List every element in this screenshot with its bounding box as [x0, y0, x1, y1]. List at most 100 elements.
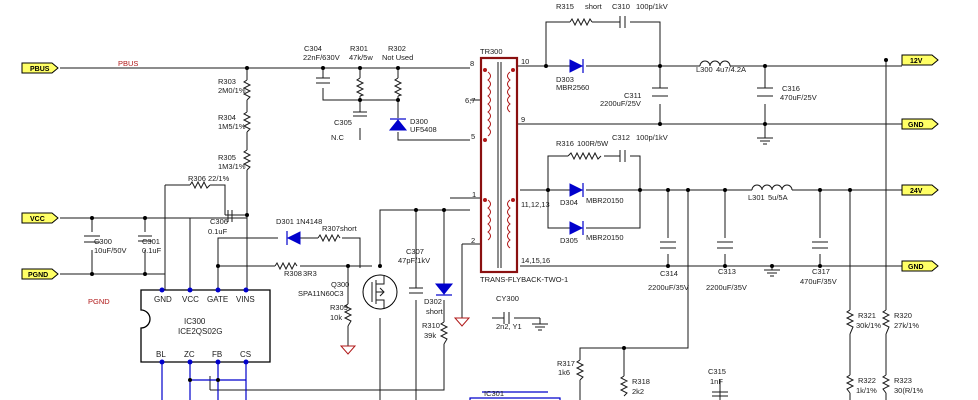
d304-ref: D304 [560, 198, 578, 207]
ground-symbols [339, 137, 780, 355]
port-24v-label: 24V [910, 188, 923, 195]
r302-value: Not Used [382, 53, 413, 62]
cy300-value: 2n2, Y1 [496, 322, 522, 331]
transformer-core [497, 62, 502, 268]
diode-d300[interactable]: D300 UF5408 [388, 117, 437, 134]
ic-pin [215, 359, 221, 365]
d303-ref: D303 [556, 75, 574, 84]
q300-ref: Q300 [331, 280, 349, 289]
tr-pin-10: 10 [521, 57, 529, 66]
net-label-pbus: PBUS [118, 59, 138, 68]
port-12v[interactable]: 12V [901, 54, 939, 66]
port-pgnd-label: PGND [28, 272, 48, 279]
capacitor-c312 [619, 150, 626, 162]
r307-ref: R307 [322, 224, 340, 233]
r307-value: short [340, 224, 358, 233]
port-pbus-label: PBUS [30, 66, 50, 73]
capacitor-cy300 [503, 312, 510, 324]
tr-pin-8: 8 [470, 59, 474, 68]
resistor-r316 [567, 151, 602, 161]
capacitor-c317 [812, 241, 828, 249]
resistor-r315 [569, 17, 593, 27]
primary-winding [487, 71, 491, 137]
port-gnd-24v[interactable]: GND [901, 260, 939, 272]
inductor-l300[interactable]: L300 4u7/4.2A [696, 60, 746, 74]
capacitor-c300 [84, 235, 100, 243]
r315-ref: R315 [556, 2, 574, 11]
tr-pin-9: 9 [521, 115, 525, 124]
port-pgnd[interactable]: PGND [21, 268, 59, 280]
transformer-tr300[interactable]: TR300 TRANS-FLYBACK-TWO-1 8 6,7 5 1 2 10… [465, 47, 568, 284]
tr300-ref: TR300 [480, 47, 503, 56]
c313-ref: C313 [718, 267, 736, 276]
ic-pin [159, 359, 165, 365]
capacitor-c306 [227, 210, 233, 222]
ic300-pin-vcc: VCC [182, 295, 199, 304]
ic-pin [243, 287, 249, 293]
r309-value: 10k [330, 313, 342, 322]
c316-ref: C316 [782, 84, 800, 93]
c300-value: 10uF/50V [94, 246, 127, 255]
c317-ref: C317 [812, 267, 830, 276]
port-pbus[interactable]: PBUS [21, 62, 59, 74]
r310-value: 39k [424, 331, 436, 340]
ground-symbol-triangle [339, 345, 357, 355]
capacitor-c307 [409, 287, 423, 294]
net-label-pgnd: PGND [88, 297, 110, 306]
junctions [90, 58, 888, 382]
r323-ref: R323 [894, 376, 912, 385]
r304-ref: R304 [218, 113, 236, 122]
tr-pin-1: 1 [472, 190, 476, 199]
inductor-l301[interactable]: L301 5u/5A [748, 184, 793, 202]
ic300-pin-bl: BL [156, 350, 166, 359]
r309-ref: R309 [330, 303, 348, 312]
capacitor-c315 [712, 391, 728, 397]
ic300[interactable]: GND VCC GATE VINS BL ZC FB CS IC300 ICE2… [140, 287, 271, 365]
ic-pin [159, 287, 165, 293]
c306-ref: C306 [210, 217, 228, 226]
c316-value: 470uF/25V [780, 93, 817, 102]
port-gnd-12v[interactable]: GND [901, 118, 939, 130]
r305-ref: R305 [218, 153, 236, 162]
resistor-r317 [575, 359, 585, 381]
c305-ref: C305 [334, 118, 352, 127]
r322-value: 1k/1% [856, 386, 877, 395]
r317-value: 1k6 [558, 368, 570, 377]
r310-ref: R310 [422, 321, 440, 330]
resistor-r305 [242, 149, 252, 171]
resistor-r303 [242, 79, 252, 101]
polarity-dot [483, 68, 487, 72]
ic300-pin-fb: FB [212, 350, 222, 359]
port-gnd-12v-label: GND [908, 122, 924, 129]
ic300-pin-gate: GATE [207, 295, 228, 304]
l301-value: 5u/5A [768, 193, 788, 202]
port-gnd-24v-label: GND [908, 264, 924, 271]
mosfet-symbol [371, 276, 385, 308]
polarity-dot [511, 68, 515, 72]
r320-ref: R320 [894, 311, 912, 320]
transformer-outline [479, 56, 519, 274]
tr-pin-2: 2 [471, 236, 475, 245]
ic301[interactable]: IC301 [469, 389, 561, 400]
resistor-r302 [393, 77, 403, 97]
diode-d304[interactable]: D304 MBR20150 [560, 183, 624, 207]
r303-ref: R303 [218, 77, 236, 86]
capacitor-c310 [619, 16, 626, 28]
resistor-r310 [439, 321, 449, 345]
mosfet-q300[interactable]: Q300 SPA11N60C3 [298, 274, 398, 310]
port-vcc[interactable]: VCC [21, 212, 59, 224]
c300-ref: C300 [94, 237, 112, 246]
diode-d302[interactable]: D302 short [424, 283, 454, 316]
diode-d303[interactable]: D303 MBR2560 [556, 59, 589, 92]
ic300-body [140, 289, 271, 363]
aux-winding [487, 199, 491, 241]
diode-d301[interactable]: D301 1N4148 [276, 217, 322, 245]
resistor-r323 [881, 374, 891, 394]
port-24v[interactable]: 24V [901, 184, 939, 196]
ic-pin [187, 287, 193, 293]
r306-value: 22/1% [208, 174, 230, 183]
d300-value: UF5408 [410, 125, 437, 134]
diode-d305[interactable]: D305 MBR20150 [560, 221, 624, 245]
c304-value: 22nF/630V [303, 53, 340, 62]
